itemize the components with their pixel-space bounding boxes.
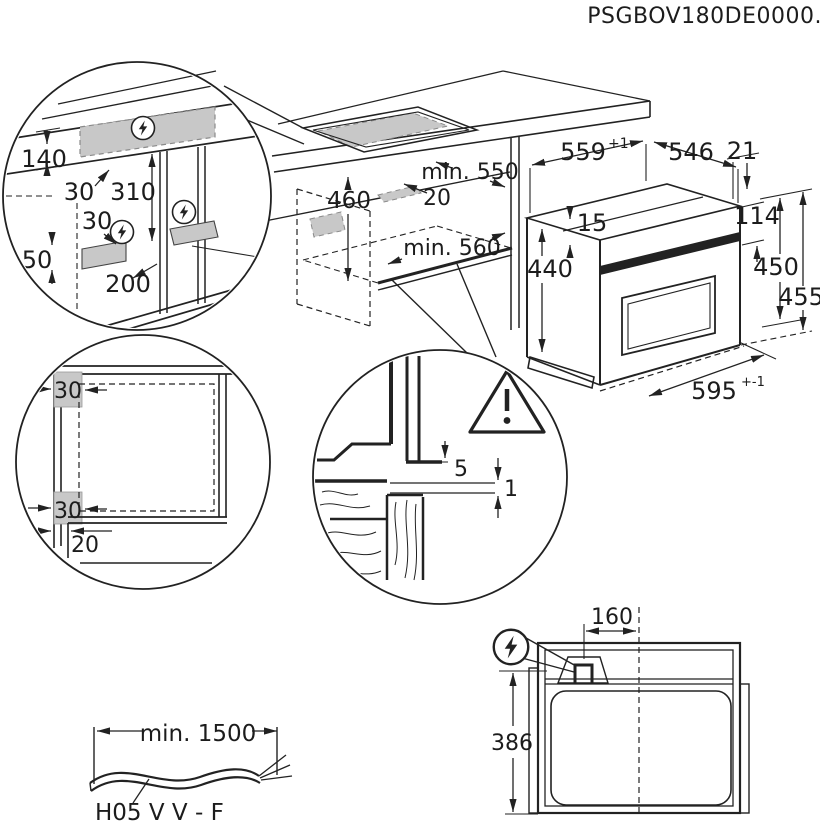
dim-min-550: min. 550 <box>421 160 518 185</box>
dim-310: 310 <box>110 178 156 206</box>
control-panel-band <box>600 232 740 275</box>
hob-cutout <box>300 106 480 153</box>
dim-30-top: 30 <box>64 178 95 206</box>
warning-triangle-icon <box>468 369 546 434</box>
top-view-dimensions: 160 386 <box>491 605 636 815</box>
dim-450: 450 <box>753 253 799 281</box>
dim-1: 1 <box>504 477 518 502</box>
callout-wedge-line <box>525 637 577 667</box>
oven-isometric: 559 +1 546 21 15 114 440 <box>523 136 820 405</box>
cable-type-label: H05 V V - F <box>95 800 224 823</box>
callout-wedge-line <box>521 657 575 673</box>
power-cable-figure: min. 1500 H05 V V - F <box>89 721 293 823</box>
flash-icon <box>109 219 135 245</box>
oven-top-view: 160 386 <box>491 605 750 815</box>
dim-559: 559 <box>560 138 606 166</box>
dim-30-upper: 30 <box>54 379 82 404</box>
connection-zones-detail-circle: 140 30 310 30 50 200 <box>2 61 272 331</box>
front-clearance-detail-circle: 30 30 20 <box>15 334 271 590</box>
dim-30-lower: 30 <box>54 499 82 524</box>
dim-160: 160 <box>591 605 633 630</box>
dim-559-tolerance: +1 <box>608 136 629 152</box>
cable-wire-end <box>258 754 287 777</box>
dim-595: 595 <box>691 377 737 405</box>
flash-icon <box>130 115 156 141</box>
oven-door-window <box>621 274 716 357</box>
callout-wedge-line <box>223 85 304 129</box>
dim-min-1500: min. 1500 <box>140 721 257 747</box>
oven-dimensions: 559 +1 546 21 15 114 440 <box>527 136 820 405</box>
cable-curve <box>89 768 260 784</box>
dim-140: 140 <box>21 145 67 173</box>
flash-icon <box>171 199 197 225</box>
dim-min-560: min. 560 <box>403 236 500 261</box>
dim-200: 200 <box>105 270 151 298</box>
wood-cross-section <box>319 490 425 581</box>
oven-foot <box>527 355 595 390</box>
connection-zone-side <box>309 211 346 238</box>
worktop-niche-scene: 460 min. 550 20 min. 560 <box>57 70 651 358</box>
clearance-zone-top <box>53 371 83 408</box>
dim-386: 386 <box>491 731 533 756</box>
dim-460: 460 <box>327 188 371 214</box>
gap-dimensions: 5 1 <box>420 441 518 518</box>
dim-5: 5 <box>454 457 468 482</box>
flash-icon <box>492 628 530 666</box>
callout-wedge-line <box>391 279 468 354</box>
niche-dimensions: 460 min. 550 20 min. 560 <box>327 160 519 281</box>
callout-wedge-line <box>456 263 497 358</box>
panel-gap-detail-circle: 5 1 <box>312 349 568 605</box>
dim-440: 440 <box>527 255 573 283</box>
dim-546: 546 <box>668 138 714 166</box>
oven-cavity-outline <box>550 690 732 806</box>
dim-595-tolerance: +-1 <box>741 375 765 390</box>
dim-20-plinth: 20 <box>71 533 99 558</box>
dim-21: 21 <box>727 137 758 165</box>
dim-455: 455 <box>778 283 820 311</box>
connection-zone-right <box>169 220 219 246</box>
detail-dimensions: 140 30 310 30 50 200 <box>21 127 158 298</box>
dim-114: 114 <box>734 202 780 230</box>
dim-30-mid: 30 <box>82 207 113 235</box>
dim-15: 15 <box>577 209 608 237</box>
callout-wedge-line <box>246 119 305 145</box>
dim-20: 20 <box>423 186 451 211</box>
document-code: PSGBOV180DE0000. <box>587 4 820 29</box>
